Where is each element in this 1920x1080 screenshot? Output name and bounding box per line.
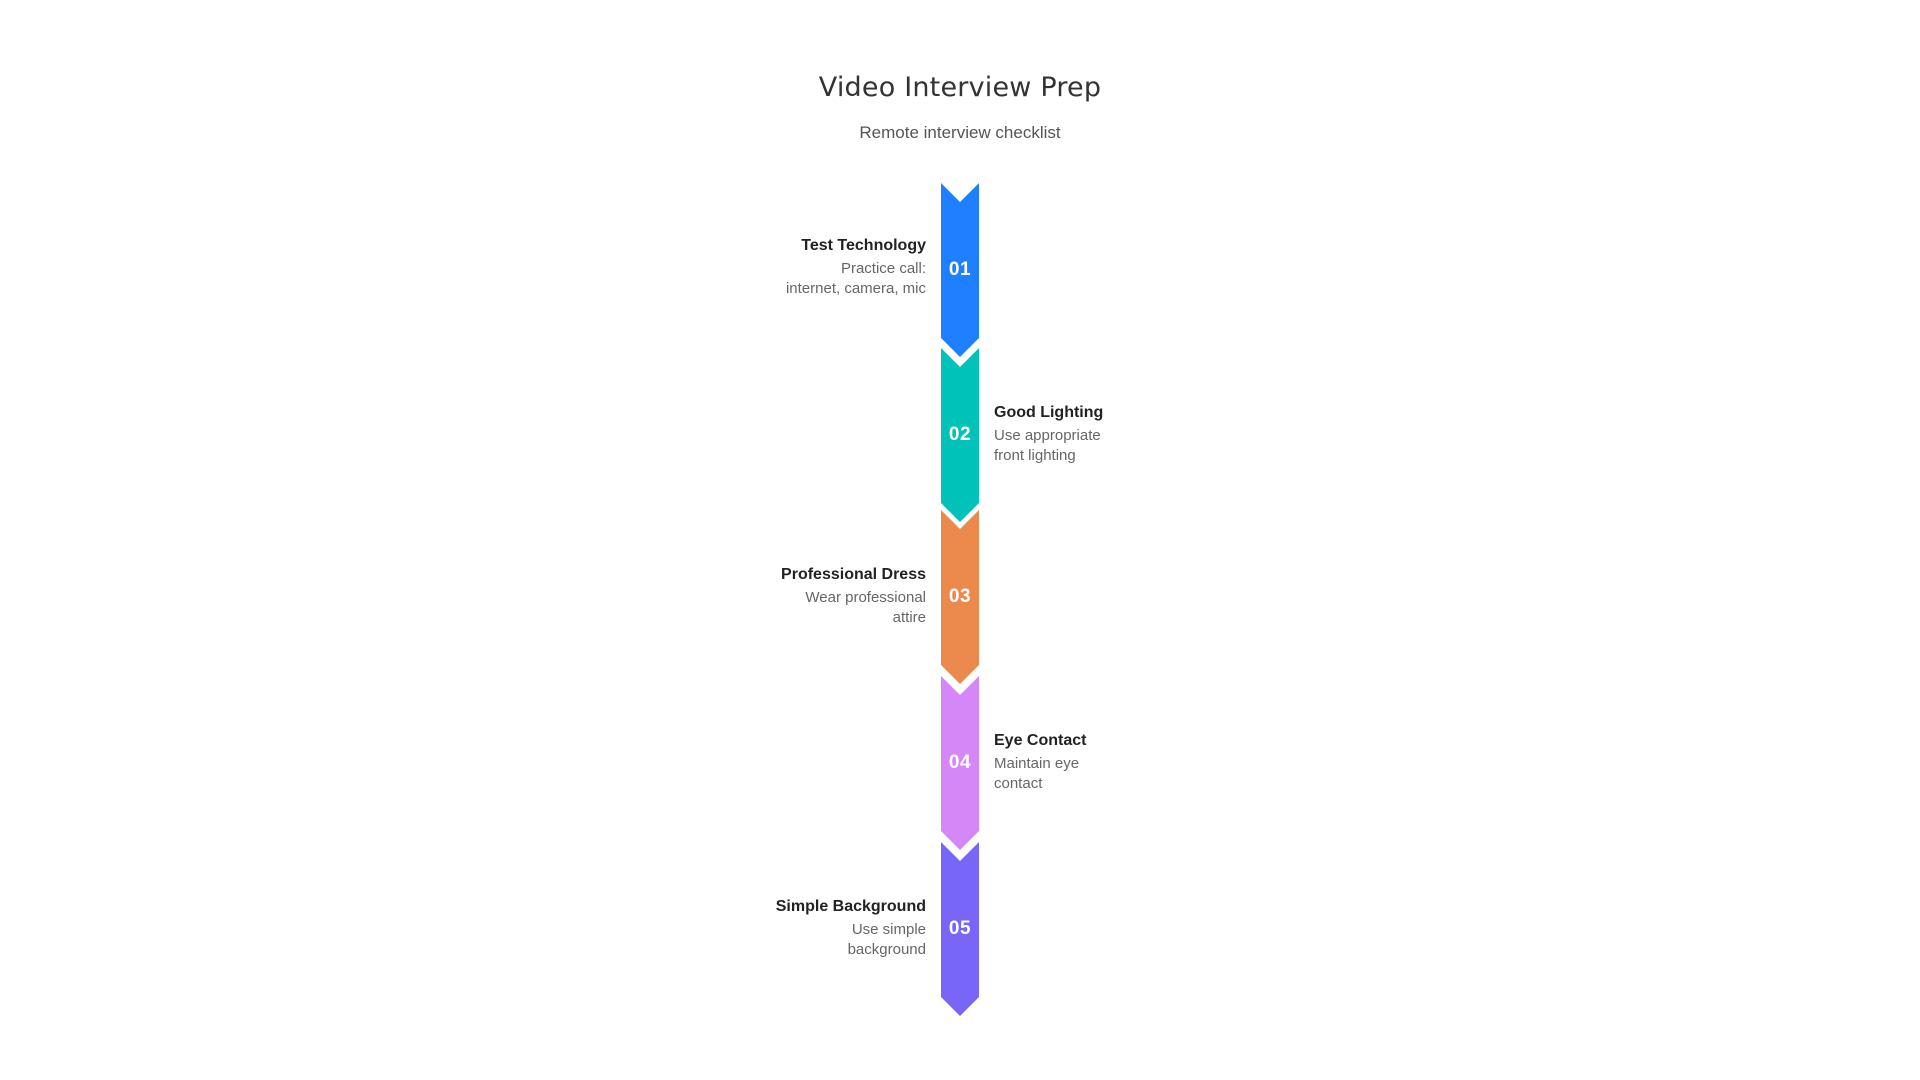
step-chevron-1: 01 [941,183,979,357]
step-chevron-4: 04 [941,676,979,850]
step-number: 02 [948,424,972,445]
step-number: 05 [948,918,972,939]
step-number: 04 [948,752,972,773]
step-text-2: Good Lighting Use appropriate front ligh… [994,404,1164,466]
step-title: Professional Dress [781,566,926,583]
step-number: 03 [948,586,972,607]
step-chevron-5: 05 [941,842,979,1016]
step-number: 01 [948,259,972,280]
step-description: Maintain eye contact [994,755,1080,792]
step-chevron-3: 03 [941,510,979,684]
page-subtitle: Remote interview checklist [859,123,1061,142]
step-text-5: Simple Background Use simple background [756,898,926,960]
page-title: Video Interview Prep [818,72,1102,103]
header: Video Interview Prep Remote interview ch… [0,72,1920,143]
step-description: Use simple background [847,921,926,958]
step-title: Test Technology [801,237,926,254]
step-description: Wear professional attire [805,589,926,626]
step-text-4: Eye Contact Maintain eye contact [994,732,1164,794]
step-description: Practice call: internet, camera, mic [785,260,926,297]
step-title: Eye Contact [994,732,1087,749]
step-text-1: Test Technology Practice call: internet,… [756,237,926,299]
step-text-3: Professional Dress Wear professional att… [756,566,926,628]
step-description: Use appropriate front lighting [994,427,1101,464]
step-chevron-2: 02 [941,348,979,522]
step-title: Simple Background [775,898,926,915]
step-title: Good Lighting [994,404,1104,421]
